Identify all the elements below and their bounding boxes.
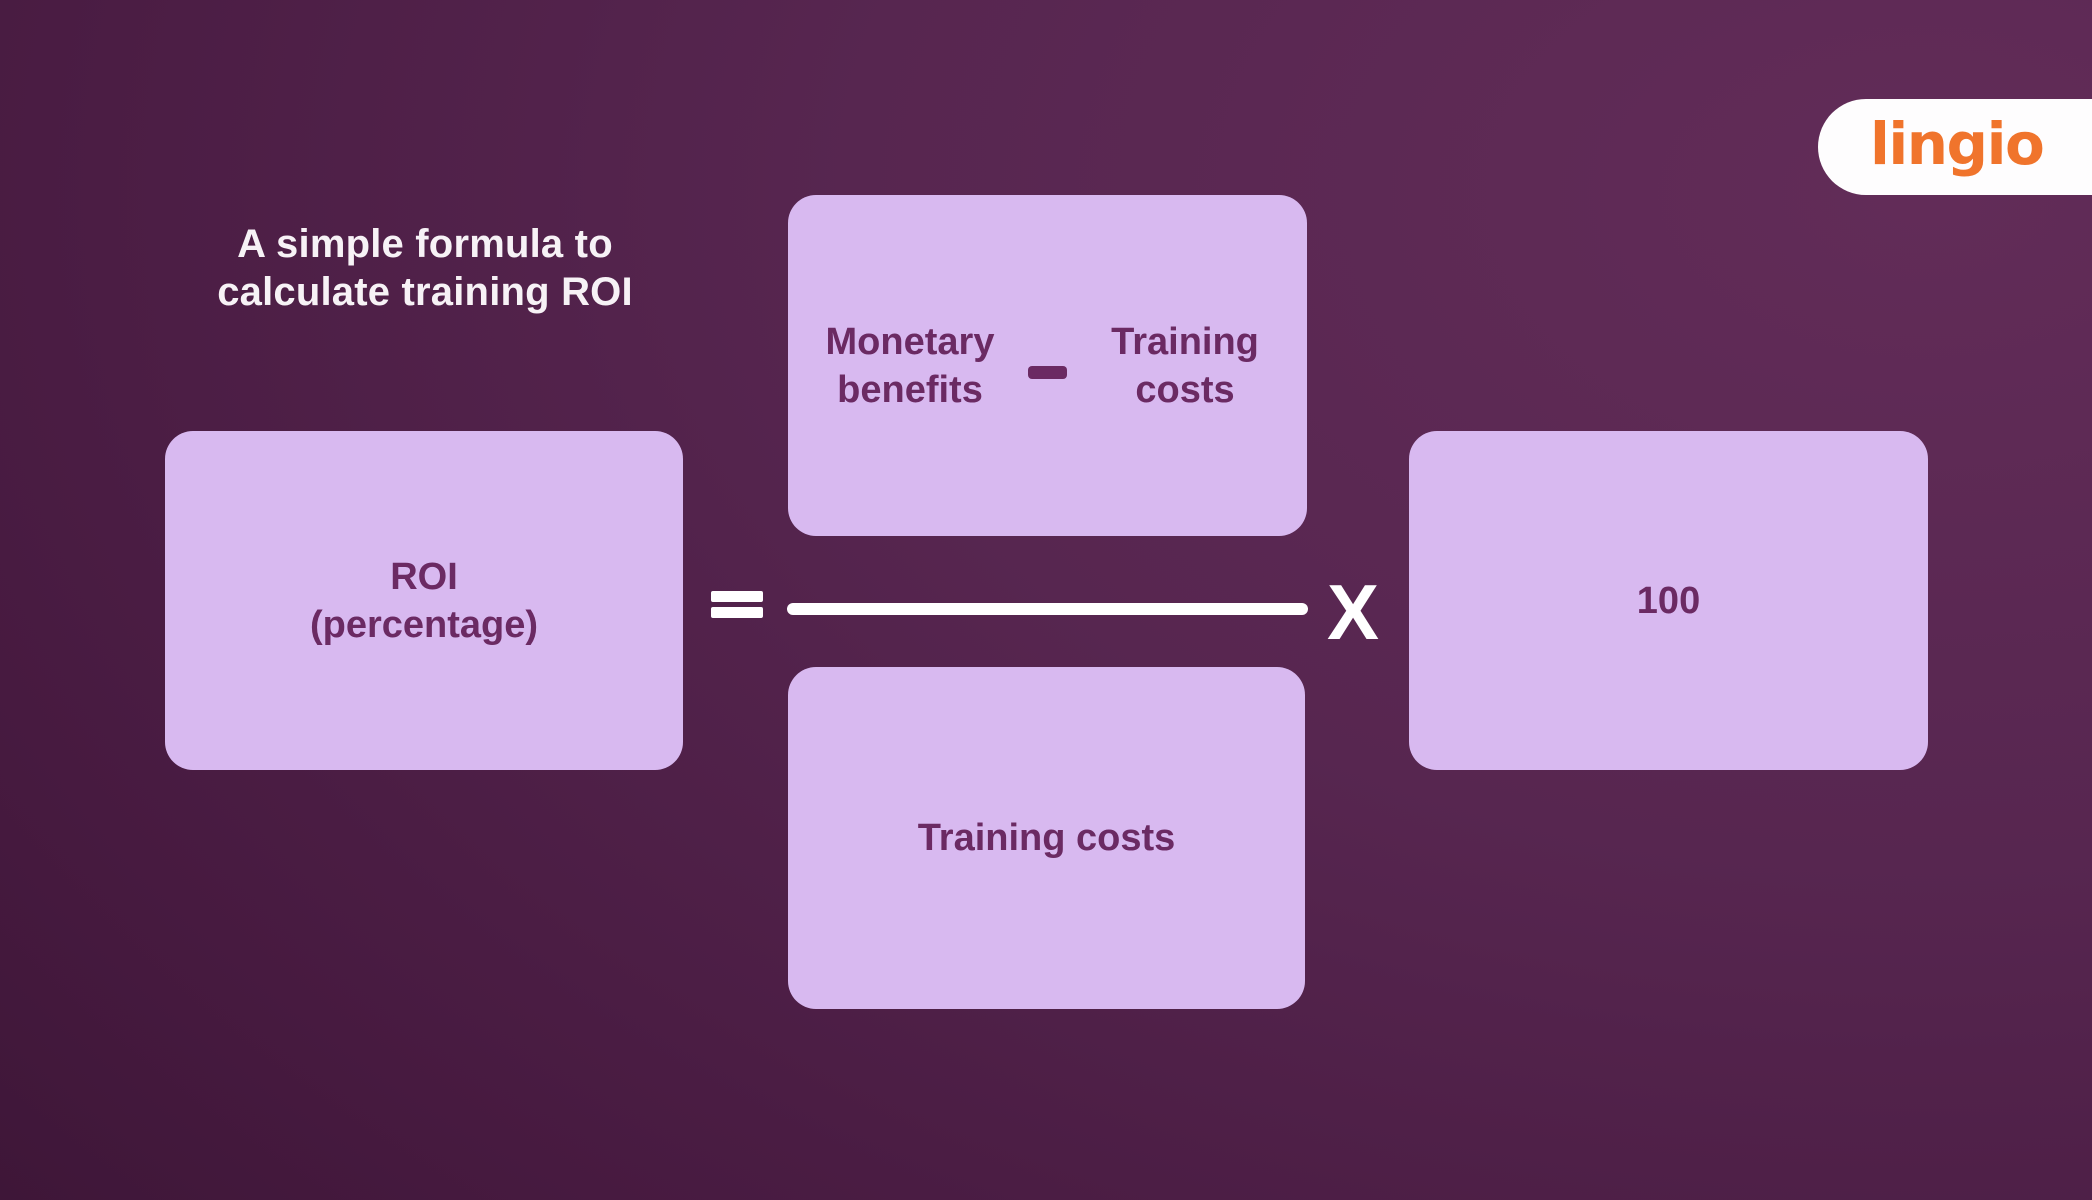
numerator-box: Monetary benefits Training costs: [788, 195, 1307, 536]
logo-badge: lingio: [1818, 99, 2092, 195]
page-title-line2: calculate training ROI: [217, 270, 633, 314]
page-title-line1: A simple formula to: [237, 222, 613, 266]
lingio-logo: lingio: [1870, 110, 2045, 178]
minus-sign: [1028, 366, 1067, 379]
denominator-box: Training costs: [788, 667, 1305, 1009]
fraction-bar: [787, 603, 1308, 615]
numerator-left-term: Monetary benefits: [825, 320, 995, 411]
multiplier-box: 100: [1409, 431, 1928, 770]
equals-sign: [711, 591, 763, 618]
roi-result-line1: ROI: [390, 555, 458, 598]
roi-result-box: ROI (percentage): [165, 431, 683, 770]
page-title: A simple formula to calculate training R…: [125, 220, 725, 316]
roi-result-line2: (percentage): [309, 603, 539, 646]
numerator-right-term: Training costs: [1111, 320, 1259, 411]
multiplier-label: 100: [1636, 579, 1701, 622]
equals-sign-top-bar: [711, 591, 763, 602]
multiply-sign: X: [1326, 568, 1380, 656]
equals-sign-bottom-bar: [711, 607, 763, 618]
denominator-label: Training costs: [917, 817, 1176, 859]
roi-result-label: ROI (percentage): [310, 553, 538, 649]
